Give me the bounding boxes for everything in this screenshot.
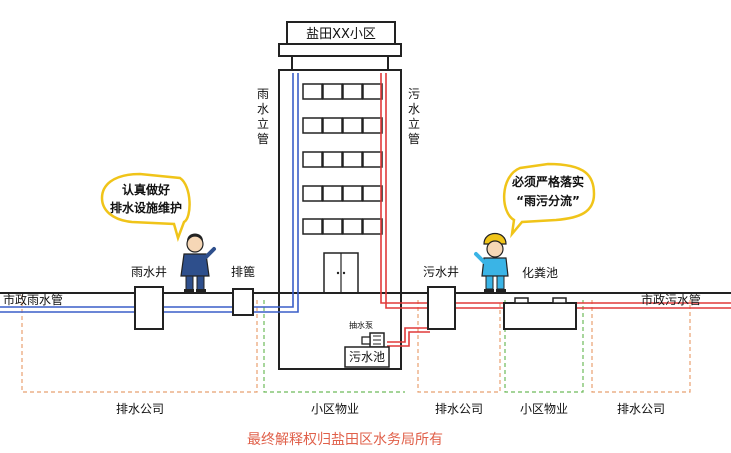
municipal-rain-pipe-label: 市政雨水管 — [3, 292, 63, 307]
zone-labels: 排水公司 小区物业 排水公司 小区物业 排水公司 — [116, 402, 665, 416]
rain-pipe — [0, 73, 299, 313]
sewage-pool — [344, 346, 390, 368]
roof-parapet — [291, 55, 389, 71]
svg-text:水: 水 — [408, 102, 420, 116]
municipal-sewage-pipe-label: 市政污水管 — [641, 292, 701, 307]
svg-text:立: 立 — [408, 116, 420, 131]
sewage-well — [427, 286, 456, 330]
septic-tank — [503, 302, 577, 330]
zone-label-company-1: 排水公司 — [116, 402, 164, 416]
rain-well — [134, 286, 164, 330]
pump — [361, 332, 385, 348]
svg-text:管: 管 — [257, 131, 269, 146]
roof-slab — [278, 43, 402, 57]
worker-right-icon — [474, 232, 509, 293]
windows — [302, 83, 383, 235]
zone-label-property-1: 小区物业 — [311, 402, 359, 416]
grate — [232, 288, 254, 316]
svg-text:水: 水 — [257, 102, 269, 116]
pump-label: 抽水泵 — [349, 320, 373, 330]
speech-bubble-right: 必须严格落实 “雨污分流” — [502, 162, 596, 239]
sewage-pipe — [380, 73, 731, 347]
grate-label: 排篦 — [231, 264, 255, 279]
svg-text:必须严格落实: 必须严格落实 — [511, 174, 584, 189]
sewage-pool-label: 污水池 — [349, 350, 385, 364]
zone-property-1-outline — [263, 300, 405, 393]
svg-text:立: 立 — [257, 116, 269, 131]
zone-boundaries — [21, 295, 691, 393]
svg-text:“雨污分流”: “雨污分流” — [516, 193, 580, 208]
septic-tank-label: 化粪池 — [522, 266, 558, 280]
svg-text:管: 管 — [408, 131, 420, 146]
rain-riser-label: 雨 水 立 管 — [257, 87, 269, 146]
svg-text:污: 污 — [408, 87, 420, 101]
worker-left-icon — [180, 233, 216, 293]
sewage-riser-label: 污 水 立 管 — [408, 87, 420, 146]
footer-copyright: 最终解释权归盐田区水务局所有 — [247, 431, 443, 448]
zone-company-1-outline — [21, 295, 258, 393]
zone-company-3-outline — [591, 300, 691, 393]
building-name: 盐田XX小区 — [306, 27, 376, 42]
zone-label-company-2: 排水公司 — [435, 402, 483, 416]
rain-well-label: 雨水井 — [131, 265, 167, 279]
speech-bubble-left: 认真做好 排水设施维护 — [100, 172, 191, 242]
svg-text:排水设施维护: 排水设施维护 — [110, 200, 182, 215]
svg-text:雨: 雨 — [257, 87, 269, 101]
zone-label-company-3: 排水公司 — [617, 402, 665, 416]
zone-company-2-outline — [417, 300, 501, 393]
zone-label-property-2: 小区物业 — [520, 402, 568, 416]
sewage-well-label: 污水井 — [423, 265, 459, 279]
svg-text:认真做好: 认真做好 — [122, 182, 170, 197]
zone-property-2-outline — [504, 300, 584, 393]
